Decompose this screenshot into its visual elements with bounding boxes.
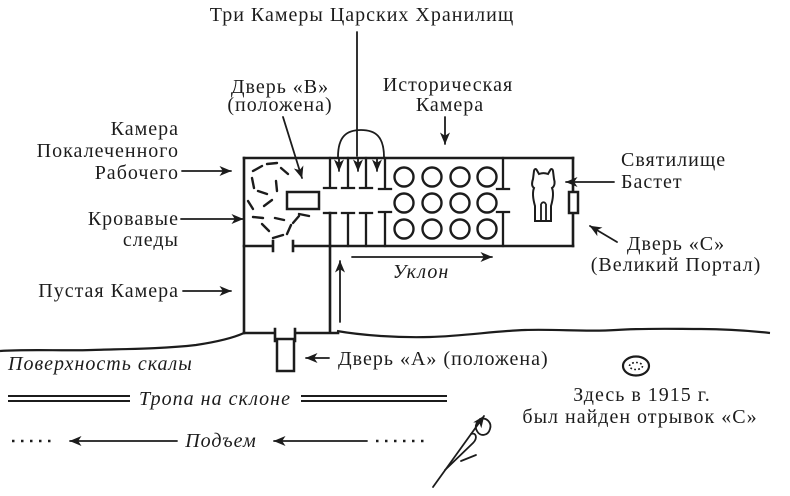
label-bastet-line1: Святилище: [621, 149, 726, 171]
column-hall-pillars: [393, 166, 498, 240]
door-c-marker: [567, 190, 580, 215]
tomb-structure-walls: [242, 156, 575, 343]
label-door-b-line2: (положена): [227, 94, 332, 116]
bastet-cat-statue-icon: [531, 168, 556, 222]
label-bloody-line1: Кровавые: [88, 208, 179, 230]
arrow-door-c: [589, 225, 618, 243]
label-door-b-line1: Дверь «В»: [231, 76, 329, 98]
door-b-marker: [285, 190, 321, 211]
label-empty-chamber: Пустая Камера: [38, 280, 179, 302]
storeroom-pointer-fan: [334, 31, 385, 172]
find-spot-marker: [621, 355, 651, 377]
north-arrow: [432, 415, 492, 488]
label-door-a: Дверь «А» (положена): [338, 348, 549, 370]
label-maimed-line3: Рабочего: [95, 162, 179, 184]
label-door-c-line2: (Великий Портал): [591, 254, 762, 276]
rock-surface-line: [0, 327, 771, 353]
label-historical-line1: Историческая: [383, 74, 513, 96]
blood-traces-marks: [246, 161, 311, 240]
label-rock-surface: Поверхность скалы: [7, 353, 193, 375]
slope-path-lines: [8, 395, 447, 402]
label-path-on-slope: Тропа на склоне: [139, 388, 291, 410]
royal-storeroom-partitions: [322, 156, 511, 248]
label-historical-line2: Камера: [416, 94, 484, 116]
door-a-marker: [275, 337, 296, 373]
label-find-spot-line1: Здесь в 1915 г.: [573, 384, 710, 406]
label-bloody-line2: следы: [123, 229, 179, 251]
arrow-door-b: [282, 116, 304, 179]
label-bastet-line2: Бастет: [621, 171, 683, 193]
label-maimed-line1: Камера: [111, 118, 179, 140]
label-find-spot-line2: был найден отрывок «С»: [522, 406, 757, 428]
label-maimed-line2: Покалеченного: [37, 140, 179, 162]
label-ascent: Подъем: [184, 430, 257, 452]
label-slope: Уклон: [393, 261, 450, 283]
label-door-c-line1: Дверь «С»: [627, 233, 725, 255]
diagram-title: Три Камеры Царских Хранилищ: [210, 4, 515, 26]
fan-arch: [337, 129, 385, 158]
